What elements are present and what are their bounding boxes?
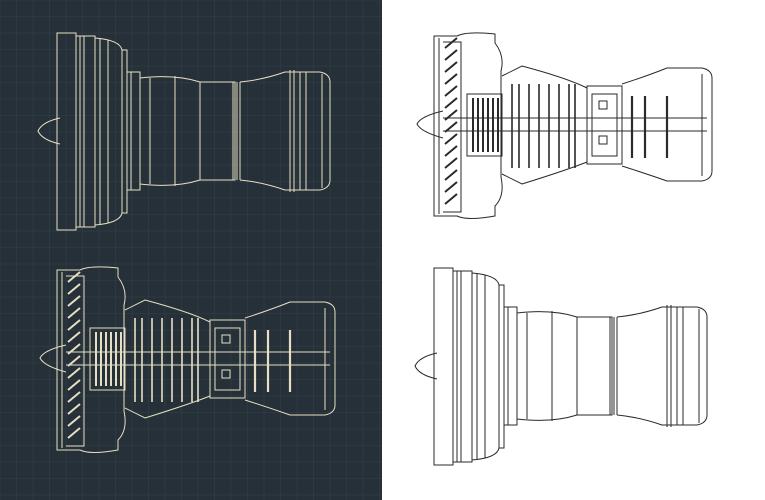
nose-cone bbox=[416, 110, 444, 139]
engine-exterior-light bbox=[414, 267, 708, 466]
engine-cutaway-dark bbox=[39, 266, 336, 453]
dark-blueprint-panel bbox=[0, 0, 382, 500]
grid bbox=[0, 0, 382, 500]
engine-exterior-dark bbox=[37, 32, 331, 231]
engine-cutaway-light bbox=[416, 32, 713, 219]
nose-cone bbox=[39, 344, 67, 373]
nose-cone bbox=[37, 117, 61, 145]
nose-cone bbox=[414, 352, 438, 380]
